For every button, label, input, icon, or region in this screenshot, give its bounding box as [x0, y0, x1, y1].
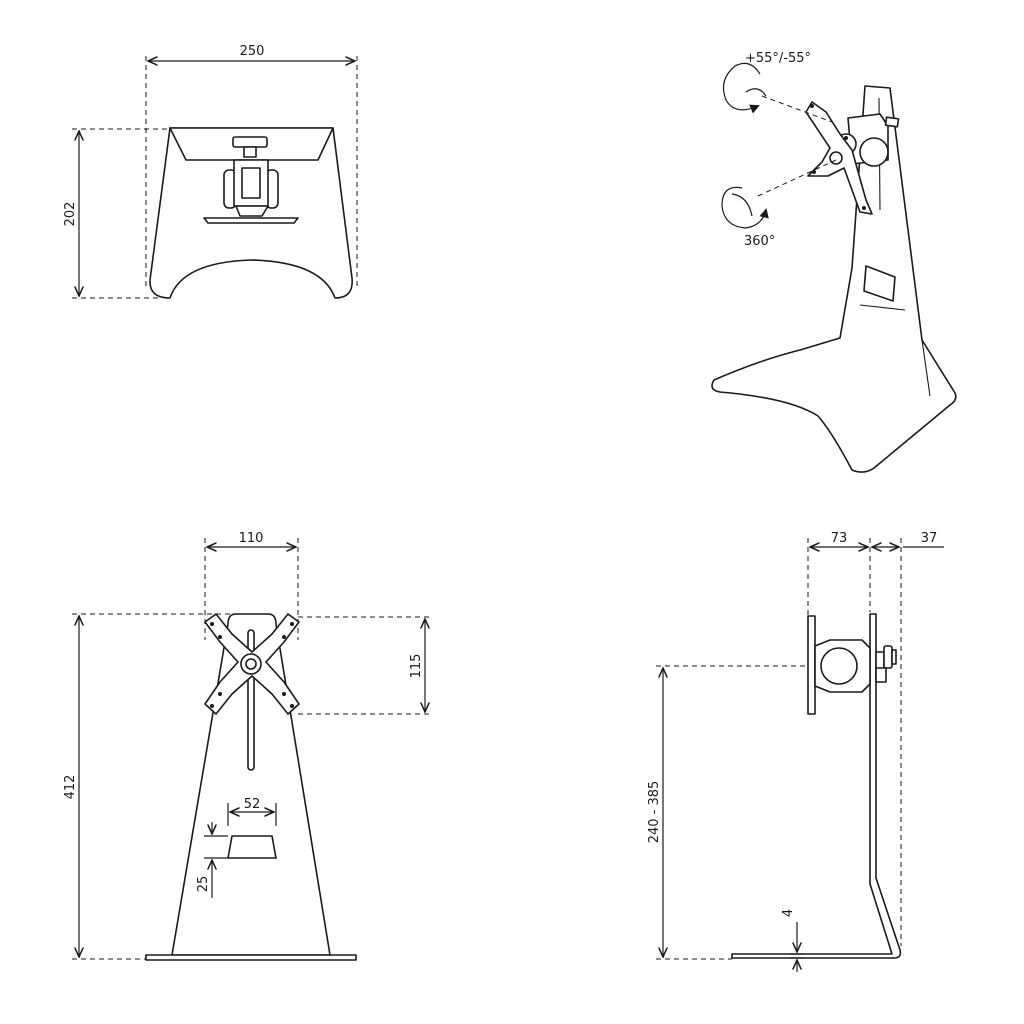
perspective-view: +55°/-55° 360° [711, 51, 957, 473]
front-view-plate-height-dimension: 115 [298, 616, 432, 715]
tilt-angle-label: +55°/-55° [745, 51, 811, 66]
top-view-width-dimension: 250 [145, 44, 358, 290]
front-view: 110 412 115 [63, 531, 432, 961]
front-view-plate-height-label: 115 [409, 654, 424, 679]
top-view-depth-dimension: 202 [63, 128, 172, 299]
front-view-height-label: 412 [63, 775, 78, 800]
front-view-plate-width-label: 110 [239, 531, 264, 546]
top-view-mount-head [203, 136, 299, 224]
swivel-angle-label: 360° [744, 234, 775, 249]
front-view-base-plate [145, 954, 357, 961]
front-view-cable-slot [227, 835, 277, 859]
side-view-stand-profile [731, 613, 902, 959]
side-view-bracket-depth-label: 73 [831, 531, 848, 546]
side-view-mount-assembly [807, 615, 897, 715]
perspective-cable-slot [863, 265, 896, 302]
front-view-slot-height-label: 25 [196, 876, 211, 893]
top-view-depth-label: 202 [63, 202, 78, 227]
tilt-rotation-arrow: +55°/-55° [722, 51, 811, 114]
front-view-vesa-plate [204, 613, 300, 715]
side-view-height-range-label: 240 - 385 [647, 781, 662, 844]
top-view-width-label: 250 [240, 44, 265, 59]
side-view-thickness-dimension: 4 [781, 909, 804, 972]
side-view-back-offset-dimension: 37 [872, 531, 944, 946]
front-view-slot-height-dimension: 25 [196, 822, 228, 898]
perspective-mount-assembly [805, 101, 900, 215]
side-view-height-range-dimension: 240 - 385 [647, 665, 820, 960]
front-view-height-dimension: 412 [63, 613, 236, 960]
front-view-slot-width-label: 52 [244, 797, 261, 812]
swivel-rotation-arrow: 360° [721, 186, 775, 249]
top-view: 250 202 [63, 44, 358, 299]
side-view-back-offset-label: 37 [921, 531, 938, 546]
front-view-slot-width-dimension: 52 [227, 797, 277, 826]
side-view-thickness-label: 4 [781, 909, 796, 917]
perspective-base-and-column [711, 85, 957, 473]
side-view: 73 37 240 - 385 4 [647, 531, 944, 972]
